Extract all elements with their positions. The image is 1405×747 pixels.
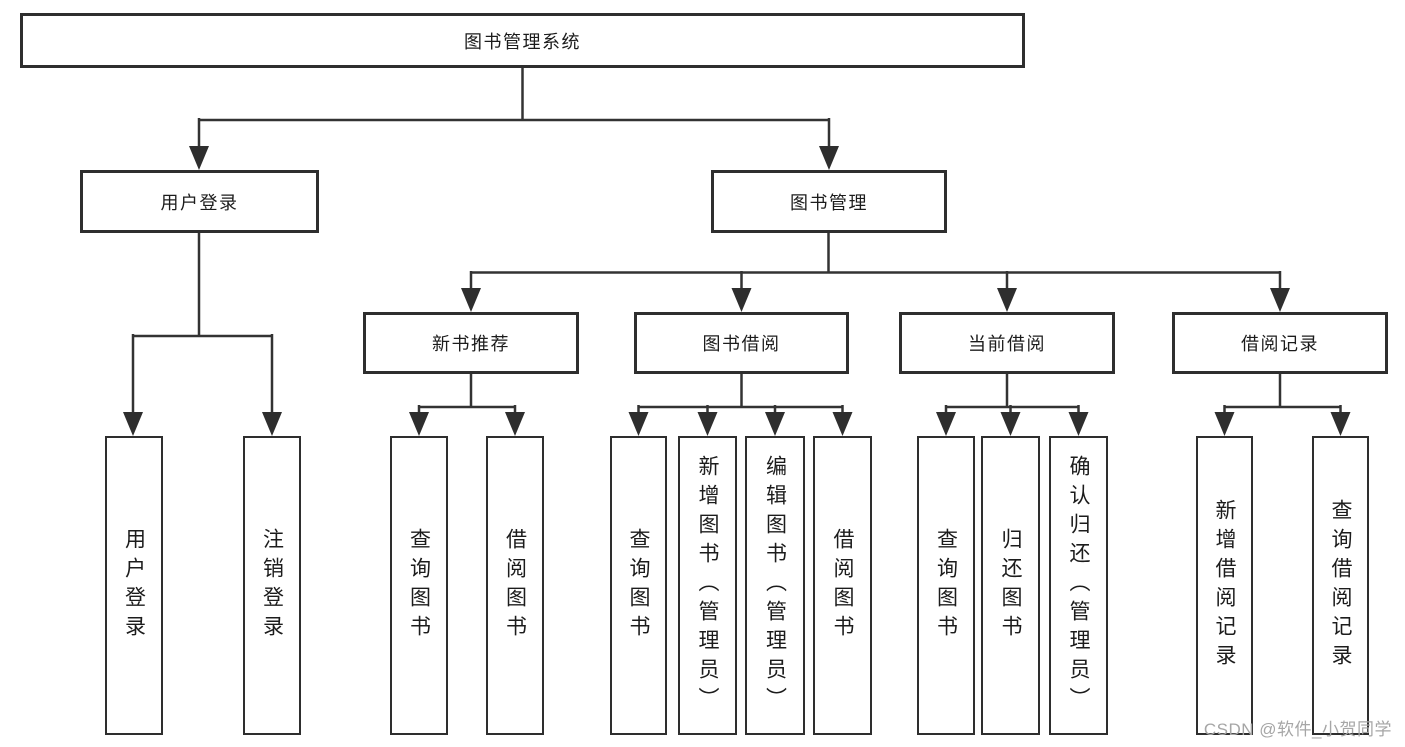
node-leaf-borrow-books-2: 借阅图书 [813,436,872,735]
node-leaf-query-borrow-record: 查询借阅记录 [1312,436,1369,735]
leaf-label: 用户登录 [122,527,146,644]
node-leaf-edit-books-admin: 编辑图书（管理员） [745,436,805,735]
node-leaf-query-books-1: 查询图书 [390,436,448,735]
node-book-management-label: 图书管理 [790,192,868,213]
watermark: CSDN @软件_小贺同学 [1203,720,1392,739]
leaf-label: 借阅图书 [503,527,527,644]
node-book-borrow: 图书借阅 [634,312,849,374]
leaf-label: 编辑图书（管理员） [763,455,787,716]
node-borrow-records-label: 借阅记录 [1241,334,1319,354]
node-new-book-recommend-label: 新书推荐 [432,334,510,354]
node-new-book-recommend: 新书推荐 [363,312,579,374]
node-user-login: 用户登录 [80,170,319,233]
node-current-borrow-label: 当前借阅 [968,334,1046,354]
node-book-borrow-label: 图书借阅 [702,334,781,354]
node-leaf-user-login: 用户登录 [105,436,163,735]
node-leaf-query-books-3: 查询图书 [917,436,975,735]
leaf-label: 查询借阅记录 [1329,498,1352,673]
node-leaf-confirm-return-admin: 确认归还（管理员） [1049,436,1108,735]
node-leaf-add-books-admin: 新增图书（管理员） [678,436,737,735]
node-leaf-logout: 注销登录 [243,436,301,735]
leaf-label: 注销登录 [260,527,284,644]
node-root-label: 图书管理系统 [464,31,581,52]
leaf-label: 借阅图书 [831,527,854,644]
leaf-label: 新增图书（管理员） [696,455,719,716]
leaf-label: 查询图书 [934,527,958,644]
node-root: 图书管理系统 [20,13,1025,68]
node-leaf-query-books-2: 查询图书 [610,436,667,735]
leaf-label: 归还图书 [999,527,1022,644]
leaf-label: 查询图书 [627,527,650,644]
node-leaf-add-borrow-record: 新增借阅记录 [1196,436,1253,735]
node-current-borrow: 当前借阅 [899,312,1115,374]
node-leaf-return-books: 归还图书 [981,436,1040,735]
node-borrow-records: 借阅记录 [1172,312,1388,374]
leaf-label: 确认归还（管理员） [1067,455,1090,716]
leaf-label: 新增借阅记录 [1213,498,1236,673]
node-user-login-label: 用户登录 [160,192,239,213]
node-leaf-borrow-books-1: 借阅图书 [486,436,544,735]
node-book-management: 图书管理 [711,170,947,233]
leaf-label: 查询图书 [407,527,431,644]
